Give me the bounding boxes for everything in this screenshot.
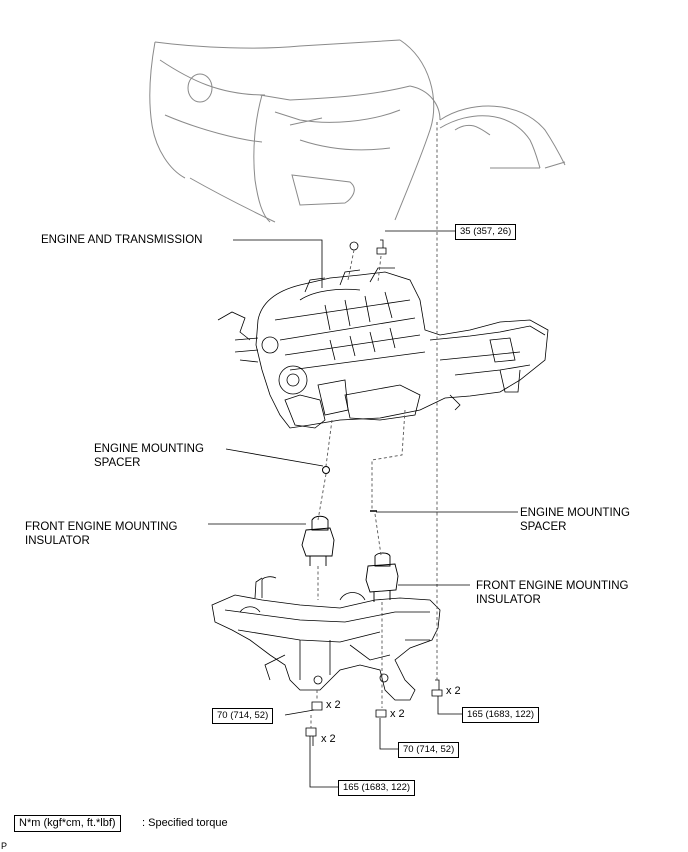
fastener-shapes — [305, 239, 443, 746]
label-engine-mounting-spacer-right-line1: ENGINE MOUNTING — [520, 507, 630, 519]
torque-box-right-bolt: 165 (1683, 122) — [462, 707, 540, 723]
torque-box-top-nut: 35 (357, 26) — [455, 224, 517, 240]
label-front-engine-mounting-insulator-left-line1: FRONT ENGINE MOUNTING — [25, 521, 178, 533]
front-suspension-crossmember — [211, 576, 441, 701]
left-mounting-insulator-shape — [301, 515, 335, 566]
label-engine-mounting-spacer-left-line2: SPACER — [94, 457, 141, 469]
multiplier-right-bolt: x 2 — [446, 685, 461, 697]
multiplier-center-nut: x 2 — [390, 708, 405, 720]
legend-description: : Specified torque — [142, 817, 228, 829]
vehicle-body-outline — [149, 39, 566, 223]
label-front-engine-mounting-insulator-right-line1: FRONT ENGINE MOUNTING — [476, 580, 629, 592]
multiplier-left-nut: x 2 — [326, 699, 341, 711]
torque-box-left-nut: 70 (714, 52) — [212, 708, 274, 724]
right-mounting-insulator-shape — [365, 552, 399, 602]
torque-box-left-bolt: 165 (1683, 122) — [338, 780, 416, 796]
assembly-dashed-lines — [310, 122, 438, 728]
multiplier-left-bolt: x 2 — [321, 733, 336, 745]
label-engine-mounting-spacer-right-line2: SPACER — [520, 521, 567, 533]
label-engine-mounting-spacer-left-line1: ENGINE MOUNTING — [94, 443, 204, 455]
illustration-code: P — [1, 841, 8, 851]
torque-box-center-nut: 70 (714, 52) — [398, 742, 460, 758]
legend-unit-box: N*m (kgf*cm, ft.*lbf) — [14, 815, 121, 832]
label-engine-and-transmission: ENGINE AND TRANSMISSION — [41, 234, 203, 246]
label-front-engine-mounting-insulator-left-line2: INSULATOR — [25, 535, 90, 547]
leader-lines — [208, 230, 518, 788]
label-front-engine-mounting-insulator-right-line2: INSULATOR — [476, 594, 541, 606]
left-spacer-shape — [322, 466, 330, 474]
engine-transmission-assembly — [217, 267, 549, 429]
